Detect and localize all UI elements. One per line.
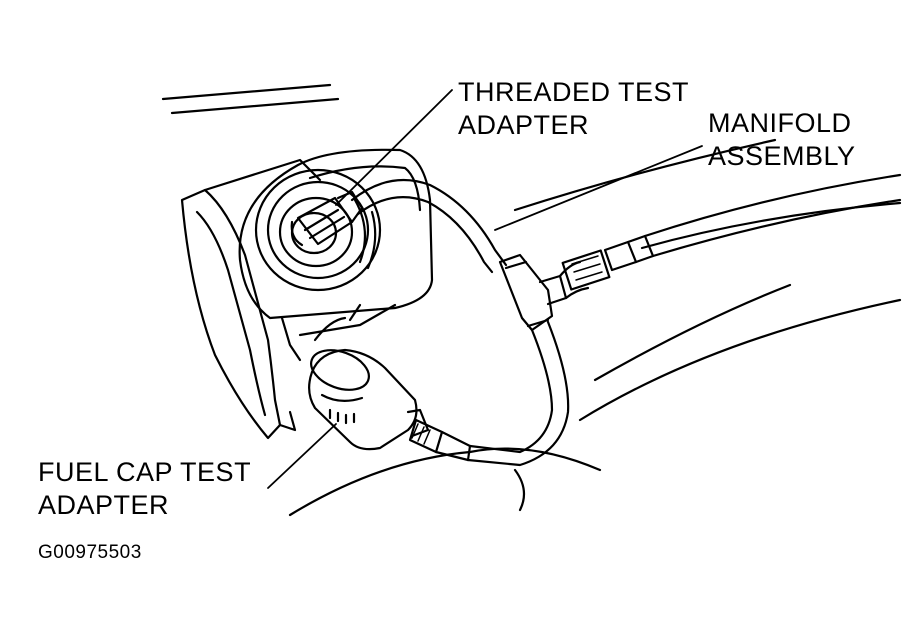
upper-hose bbox=[350, 178, 508, 274]
filler-pocket bbox=[238, 148, 434, 362]
leader-fuelcap bbox=[267, 423, 337, 489]
fuel-cap-test-adapter-label: FUEL CAP TEST ADAPTER bbox=[38, 456, 251, 522]
leader-lines bbox=[267, 89, 703, 489]
fuelcap-label-line-2: ADAPTER bbox=[38, 490, 170, 520]
threaded-label-line-1: THREADED TEST bbox=[458, 77, 690, 107]
fuel-cap-test-adapter bbox=[308, 348, 430, 451]
leader-manifold bbox=[494, 145, 703, 231]
leader-threaded bbox=[335, 89, 453, 206]
fuelcap-label-line-1: FUEL CAP TEST bbox=[38, 457, 252, 487]
manifold-label-line-2: ASSEMBLY bbox=[708, 141, 856, 171]
threaded-test-adapter-label: THREADED TEST ADAPTER bbox=[458, 76, 689, 142]
figure-id: G00975503 bbox=[38, 542, 142, 563]
tee-fitting bbox=[498, 253, 568, 332]
fuel-filler-door bbox=[180, 158, 322, 440]
vehicle-body-lines bbox=[161, 83, 902, 517]
manifold-label-line-1: MANIFOLD bbox=[708, 108, 852, 138]
manifold-assembly-label: MANIFOLD ASSEMBLY bbox=[708, 107, 856, 173]
filler-neck bbox=[254, 168, 382, 292]
manifold-line bbox=[558, 173, 902, 300]
threaded-label-line-2: ADAPTER bbox=[458, 110, 590, 140]
lower-hose bbox=[408, 320, 570, 467]
